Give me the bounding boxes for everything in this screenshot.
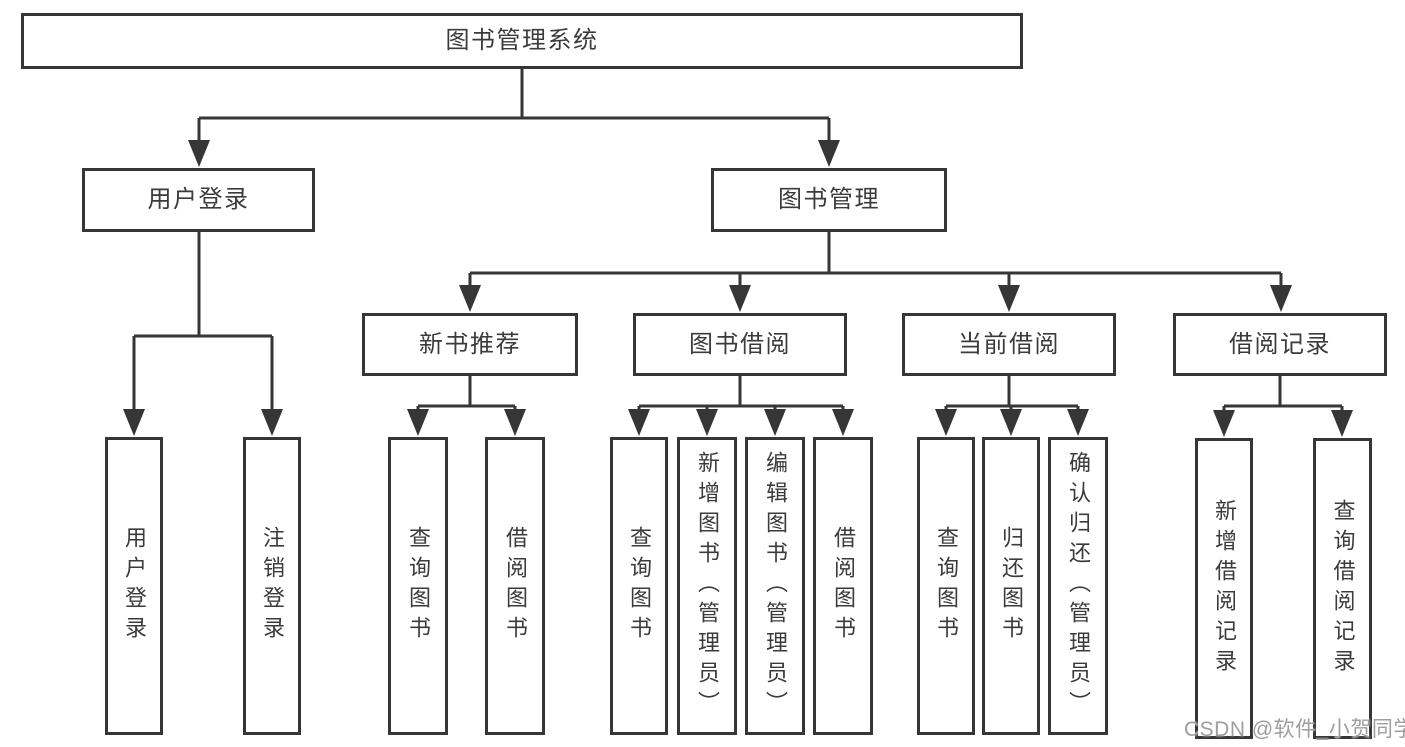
leaf-return-books: 归还图书	[982, 437, 1040, 735]
node-user-login: 用户登录	[82, 168, 315, 232]
leaf-confirm-return-admin: 确认归还（管理员）	[1048, 437, 1108, 735]
leaf-user-login: 用户登录	[105, 437, 163, 735]
node-label: 图书借阅	[689, 330, 791, 358]
node-label: 图书管理系统	[445, 27, 599, 54]
leaf-label: 查询图书	[627, 526, 652, 646]
leaf-query-books-recommend: 查询图书	[388, 437, 448, 735]
leaf-edit-books-admin: 编辑图书（管理员）	[745, 437, 805, 735]
leaf-label: 编辑图书（管理员）	[763, 451, 788, 721]
leaf-query-borrow-record: 查询借阅记录	[1313, 438, 1372, 739]
arrowhead-icons	[123, 140, 1353, 437]
leaf-label: 查询图书	[406, 526, 431, 646]
leaf-label: 借阅图书	[831, 526, 856, 646]
leaf-label: 查询图书	[934, 526, 959, 646]
leaf-query-books-borrowing: 查询图书	[610, 437, 668, 735]
leaf-label: 确认归还（管理员）	[1066, 451, 1091, 721]
leaf-label: 用户登录	[122, 526, 147, 646]
leaf-add-borrow-record: 新增借阅记录	[1195, 438, 1253, 739]
csdn-watermark: CSDN @软件_小贺同学	[1184, 718, 1405, 741]
leaf-label: 新增借阅记录	[1212, 498, 1237, 679]
node-label: 图书管理	[778, 186, 880, 213]
node-borrowing-records: 借阅记录	[1173, 313, 1387, 376]
node-current-borrowing: 当前借阅	[902, 313, 1116, 376]
node-label: 用户登录	[147, 186, 250, 213]
node-book-management: 图书管理	[711, 168, 947, 232]
node-label: 借阅记录	[1229, 330, 1331, 358]
node-label: 新书推荐	[419, 330, 521, 358]
leaf-label: 归还图书	[999, 526, 1024, 646]
leaf-borrow-books-recommend: 借阅图书	[485, 437, 545, 735]
node-label: 当前借阅	[958, 330, 1060, 358]
leaf-label: 新增图书（管理员）	[695, 451, 720, 721]
node-new-book-recommendation: 新书推荐	[362, 313, 578, 376]
leaf-query-books-current: 查询图书	[917, 437, 975, 735]
leaf-label: 查询借阅记录	[1330, 498, 1356, 679]
node-book-borrowing: 图书借阅	[633, 313, 847, 376]
leaf-add-books-admin: 新增图书（管理员）	[677, 437, 737, 735]
leaf-borrow-books-borrowing: 借阅图书	[813, 437, 873, 735]
leaf-label: 注销登录	[260, 526, 285, 646]
node-library-management-system: 图书管理系统	[21, 13, 1023, 69]
leaf-label: 借阅图书	[503, 526, 528, 646]
leaf-logout-login: 注销登录	[243, 437, 301, 735]
